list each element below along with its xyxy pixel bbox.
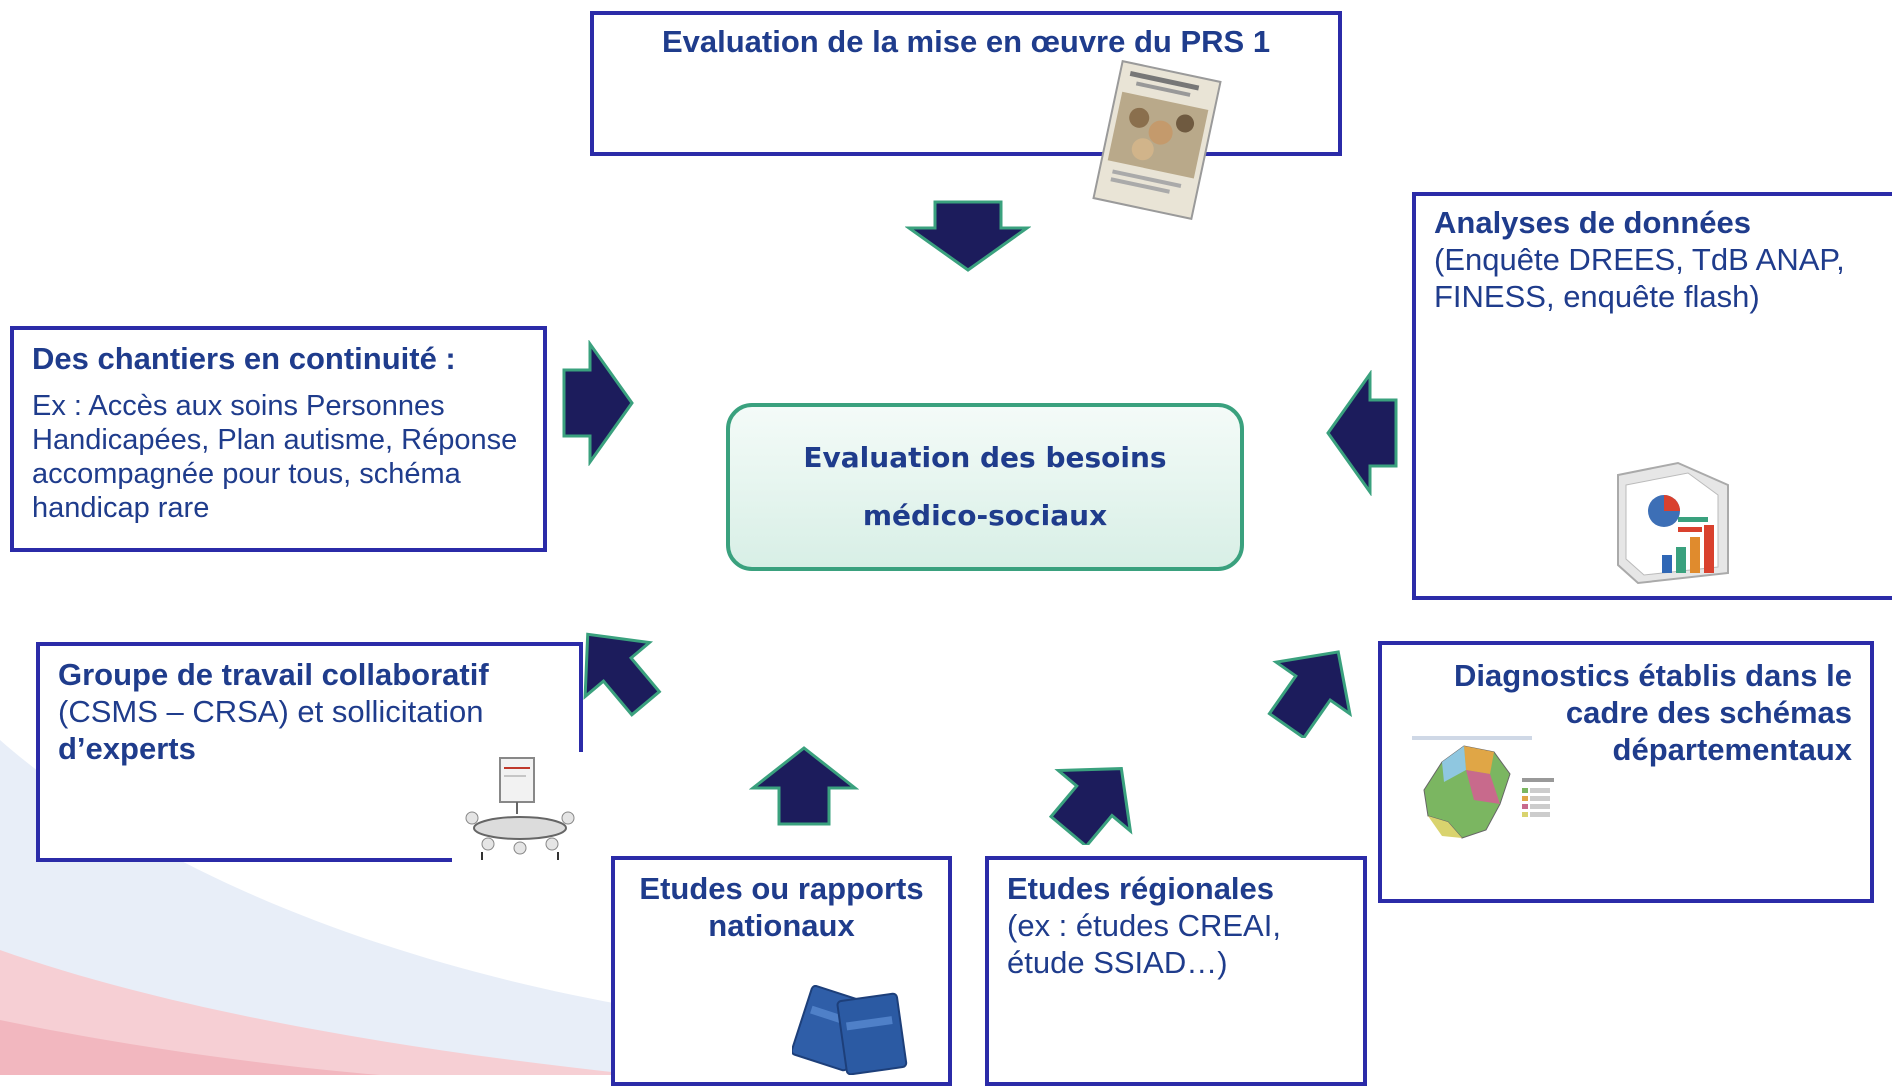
groupe-title-2: d’experts [58,731,196,766]
etudes-regionales-body: (ex : études CREAI, étude SSIAD…) [1007,908,1281,980]
report-book-image [1092,60,1222,220]
regional-map-image [1402,734,1562,844]
chantiers-continuite-box: Des chantiers en continuité : Ex : Accès… [10,326,547,552]
etudes-regionales-box: Etudes régionales (ex : études CREAI, ét… [985,856,1367,1086]
diagnostics-title: Diagnostics établis dans le cadre des sc… [1454,658,1852,767]
arrow-up-from-etudes-nationales [749,746,859,826]
etudes-nationales-title: Etudes ou rapports nationaux [639,871,924,943]
analyses-title: Analyses de données [1434,205,1752,240]
arrow-right-from-chantiers [562,340,634,466]
center-line-1: Evaluation des besoins [803,441,1167,474]
arrow-upright-from-etudes-regionales [1048,767,1133,845]
chantiers-title: Des chantiers en continuité : [32,341,456,376]
arrow-upleft-from-groupe [583,632,662,717]
arrow-down-from-prs [905,200,1031,272]
chantiers-body: Ex : Accès aux soins Personnes Handicapé… [32,390,518,524]
arrow-left-from-analyses [1326,370,1398,496]
etudes-regionales-title: Etudes régionales [1007,871,1275,906]
report-folders-image [792,985,908,1075]
arrow-upright-from-diagnostics [1267,650,1353,738]
meeting-table-image [452,752,587,862]
charts-folder-image [1617,461,1729,585]
center-line-2: médico-sociaux [862,499,1108,532]
evaluation-besoins-center: Evaluation des besoins médico-sociaux [726,403,1244,571]
groupe-title: Groupe de travail collaboratif [58,657,489,692]
prs-evaluation-title: Evaluation de la mise en œuvre du PRS 1 [661,24,1271,59]
analyses-body: (Enquête DREES, TdB ANAP, FINESS, enquêt… [1434,242,1845,314]
groupe-body: (CSMS – CRSA) et sollicitation [58,694,484,729]
analyses-donnees-box: Analyses de données (Enquête DREES, TdB … [1412,192,1892,600]
